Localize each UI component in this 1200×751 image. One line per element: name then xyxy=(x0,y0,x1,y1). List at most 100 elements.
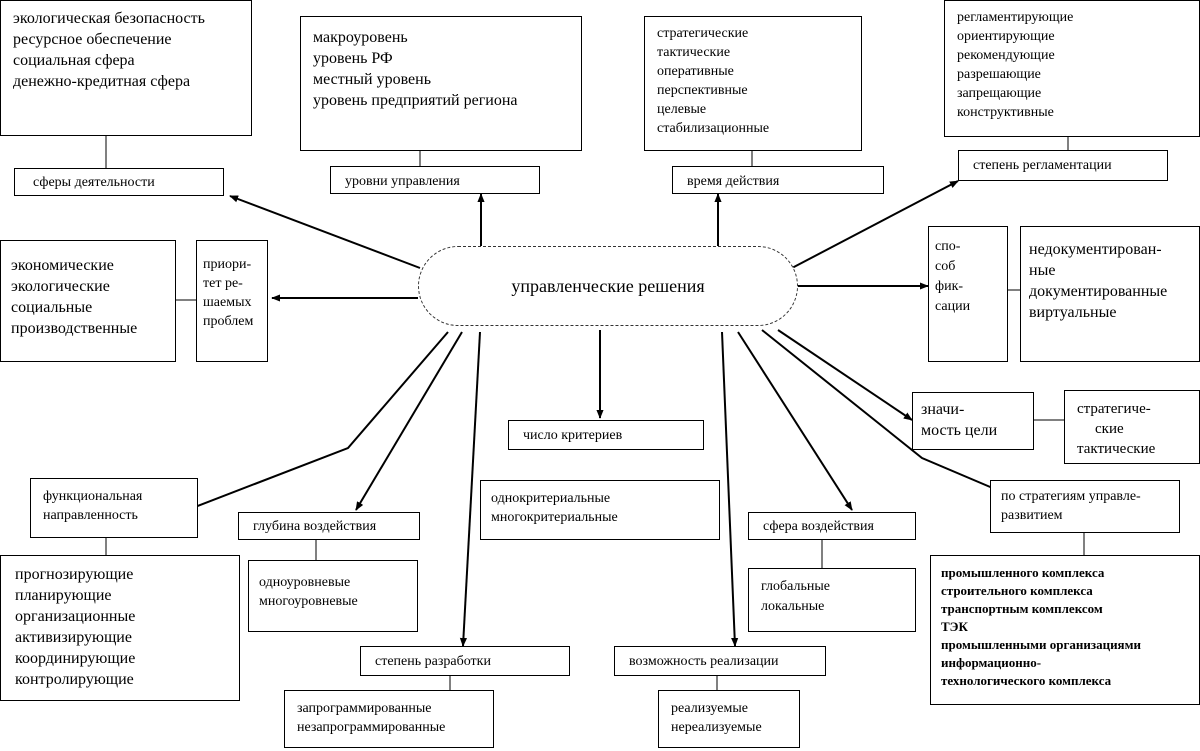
regulation-value: запрещающие xyxy=(957,86,1042,101)
criterion-priority-of-problems: приори- тет ре- шаемых проблем xyxy=(196,240,268,362)
realization-value: реализуемые xyxy=(671,701,748,716)
criterion-degree-of-regulation: степень регламентации xyxy=(958,150,1168,181)
functional-values-box: прогнозирующие планирующие организационн… xyxy=(0,555,240,701)
priority-value: производственные xyxy=(11,320,138,337)
spheres-value: экологическая безопасность xyxy=(13,10,205,27)
significance-values-box: стратегиче- ские тактические xyxy=(1064,390,1200,464)
realization-values-box: реализуемые нереализуемые xyxy=(658,690,800,748)
strategies-value: ТЭК xyxy=(941,619,968,634)
spheres-value: денежно-кредитная сфера xyxy=(13,73,191,90)
regulation-values-box: регламентирующие ориентирующие рекоменду… xyxy=(944,0,1200,137)
strategies-values-box: промышленного комплекса строительного ко… xyxy=(930,555,1200,705)
significance-value: стратегиче- xyxy=(1077,401,1151,417)
fixation-value: ные xyxy=(1029,262,1056,279)
significance-value: ские xyxy=(1095,421,1124,437)
criterion-depth-of-impact: глубина воздействия xyxy=(238,512,420,540)
levels-value: уровень предприятий региона xyxy=(313,92,518,109)
fixation-value: документированные xyxy=(1029,283,1168,300)
significance-value: тактические xyxy=(1077,441,1156,457)
regulation-value: рекомендующие xyxy=(957,48,1055,63)
fixation-label-line: соб xyxy=(935,259,956,274)
strategies-label-line: по стратегиям управле- xyxy=(1001,489,1141,504)
depth-values-box: одноуровневые многоуровневые xyxy=(248,560,418,632)
central-node-management-decisions: управленческие решения xyxy=(418,246,798,326)
depth-value: одноуровневые xyxy=(259,575,351,590)
criteria-count-value: однокритериальные xyxy=(491,491,611,506)
time-value: перспективные xyxy=(657,83,748,98)
criterion-degree-of-development: степень разработки xyxy=(360,646,570,676)
fixation-value: недокументирован- xyxy=(1029,241,1162,258)
functional-value: организационные xyxy=(15,608,136,625)
functional-value: контролирующие xyxy=(15,671,134,688)
arrow-to-development xyxy=(459,331,481,647)
criterion-number-of-criteria: число критериев xyxy=(508,420,704,450)
functional-value: активизирующие xyxy=(15,629,132,646)
criteria-count-value: многокритериальные xyxy=(491,510,618,525)
priority-value: экологические xyxy=(11,278,110,295)
levels-value: макроуровень xyxy=(313,29,408,46)
functional-value: координирующие xyxy=(15,650,136,667)
strategies-value: промышленными организациями xyxy=(941,637,1141,652)
functional-label-line: направленность xyxy=(43,508,138,523)
criterion-management-levels: уровни управления xyxy=(330,166,540,194)
criterion-development-strategies: по стратегиям управле- развитием xyxy=(990,480,1180,533)
impact-sphere-values-box: глобальные локальные xyxy=(748,568,916,632)
time-value: стратегические xyxy=(657,26,749,41)
development-values-box: запрограммированные незапрограммированны… xyxy=(284,690,494,748)
levels-values-box: макроуровень уровень РФ местный уровень … xyxy=(300,16,582,151)
priority-values-box: экономические экологические социальные п… xyxy=(0,240,176,362)
regulation-value: конструктивные xyxy=(957,105,1054,120)
functional-value: прогнозирующие xyxy=(15,566,134,583)
strategies-value: информационно- xyxy=(941,655,1042,670)
regulation-value: разрешающие xyxy=(957,67,1041,82)
fixation-label-line: сации xyxy=(935,299,971,314)
depth-value: многоуровневые xyxy=(259,594,358,609)
regulation-value: ориентирующие xyxy=(957,29,1055,44)
fixation-values-box: недокументирован- ные документированные … xyxy=(1020,226,1200,362)
arrow-to-significance xyxy=(777,329,913,421)
fixation-label-line: спо- xyxy=(935,239,961,254)
impact-sphere-value: глобальные xyxy=(761,579,830,594)
levels-value: местный уровень xyxy=(313,71,432,88)
development-value: запрограммированные xyxy=(297,701,432,716)
priority-label-line: шаемых xyxy=(203,295,252,310)
significance-label-line: мость цели xyxy=(921,422,998,439)
strategies-value: транспортным комплексом xyxy=(941,601,1103,616)
criterion-feasibility: возможность реализации xyxy=(614,646,826,676)
priority-label-line: тет ре- xyxy=(203,276,243,291)
significance-label-line: значи- xyxy=(921,401,965,418)
time-value: тактические xyxy=(657,45,731,60)
strategies-value: строительного комплекса xyxy=(941,583,1093,598)
criterion-time-of-action: время действия xyxy=(672,166,884,194)
arrow-to-realization xyxy=(721,331,739,647)
time-value: оперативные xyxy=(657,64,734,79)
priority-value: социальные xyxy=(11,299,93,316)
strategies-label-line: развитием xyxy=(1001,508,1063,523)
criterion-fixation-method: спо- соб фик- сации xyxy=(928,226,1008,362)
criterion-sphere-of-impact: сфера воздействия xyxy=(748,512,916,540)
spheres-value: ресурсное обеспечение xyxy=(13,31,172,48)
fixation-value: виртуальные xyxy=(1029,304,1117,321)
development-value: незапрограммированные xyxy=(297,720,446,735)
time-value: целевые xyxy=(657,102,707,117)
levels-value: уровень РФ xyxy=(313,50,393,67)
priority-label-line: приори- xyxy=(203,257,252,272)
functional-label-line: функциональная xyxy=(43,489,143,504)
impact-sphere-value: локальные xyxy=(761,599,825,614)
criterion-goal-significance: значи- мость цели xyxy=(912,392,1034,450)
fixation-label-line: фик- xyxy=(935,279,964,294)
strategies-value: промышленного комплекса xyxy=(941,565,1105,580)
strategies-value: технологического комплекса xyxy=(941,673,1112,688)
functional-value: планирующие xyxy=(15,587,112,604)
arrow-to-impact-sphere xyxy=(737,331,853,511)
priority-label-line: проблем xyxy=(203,314,254,329)
criteria-count-values-box: однокритериальные многокритериальные xyxy=(480,480,720,540)
criterion-functional-orientation: функциональная направленность xyxy=(30,478,198,538)
priority-value: экономические xyxy=(11,257,114,274)
criterion-spheres-of-activity: сферы деятельности xyxy=(14,168,224,196)
time-value: стабилизационные xyxy=(657,121,770,136)
spheres-value: социальная сфера xyxy=(13,52,135,69)
realization-value: нереализуемые xyxy=(671,720,762,735)
spheres-values-box: экологическая безопасность ресурсное обе… xyxy=(0,0,252,136)
